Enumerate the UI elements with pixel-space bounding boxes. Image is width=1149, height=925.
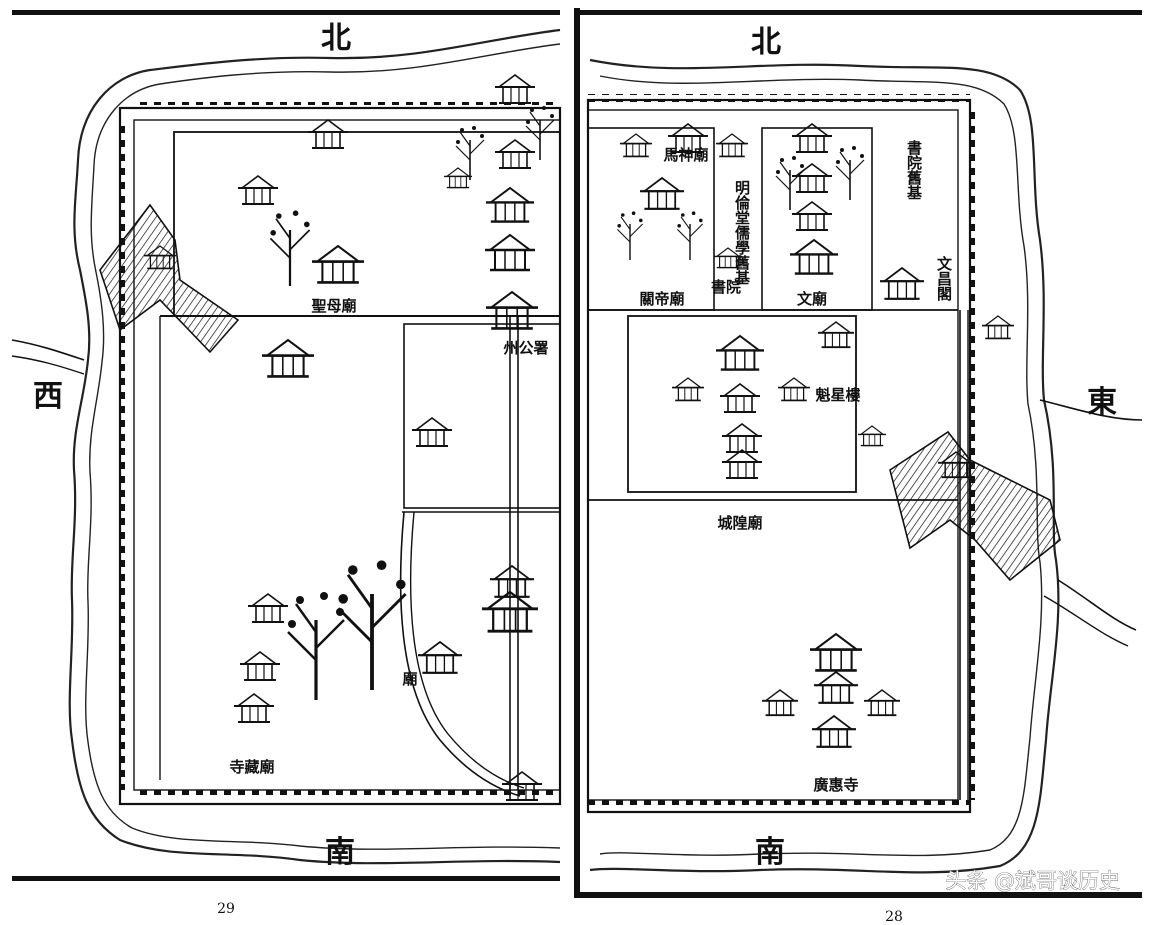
label-kuixing-lou: 魁星樓 [815,386,860,404]
left-north-label: 北 [321,21,351,56]
right-south-label: 南 [755,835,785,870]
left-moat [68,28,561,865]
east-gate [889,430,1061,582]
left-bottom-border [12,876,560,881]
label-unnamed-temple: 廟 [402,670,417,688]
label-mingru-xue: 明倫堂儒學舊基 [733,180,751,285]
gutter-line [574,8,580,898]
left-west-label: 西 [33,379,63,414]
right-north-label: 北 [751,25,781,60]
right-page-number: 28 [885,909,903,925]
watermark: 头条 @斌哥谈历史 [945,869,1120,893]
west-gate [99,203,240,354]
label-guandi-miao: 關帝廟 [639,290,684,308]
label-wenchang-ge: 文昌閣 [935,255,953,302]
right-moat [589,58,1060,874]
label-shengmu-miao: 聖母廟 [311,297,356,315]
left-city-wall [118,106,562,806]
left-south-label: 南 [325,835,355,870]
label-shuyuan-small: 書院 [711,278,741,296]
label-mashen-miao: 馬神廟 [663,146,708,164]
label-chenghuang-miao: 城隍廟 [717,514,762,532]
left-top-border [12,10,560,15]
label-shuyuan-jiuji: 書院舊基 [905,139,923,200]
label-wenmiao: 文廟 [797,290,827,308]
left-page-number: 29 [217,901,235,917]
left-page: 北 南 西 聖母廟 州公署 廟 寺藏廟 29 [11,10,562,917]
label-lower-temple: 寺藏廟 [229,758,274,776]
label-zhou-gongshu: 州公署 [502,339,548,357]
right-east-label: 東 [1087,385,1117,420]
label-guanghui-si: 廣惠寺 [813,776,858,794]
right-page: 北 南 東 馬神廟 關帝廟 明倫堂儒學舊基 書院舊基 書院 文廟 魁星樓 城隍廟… [574,8,1143,925]
